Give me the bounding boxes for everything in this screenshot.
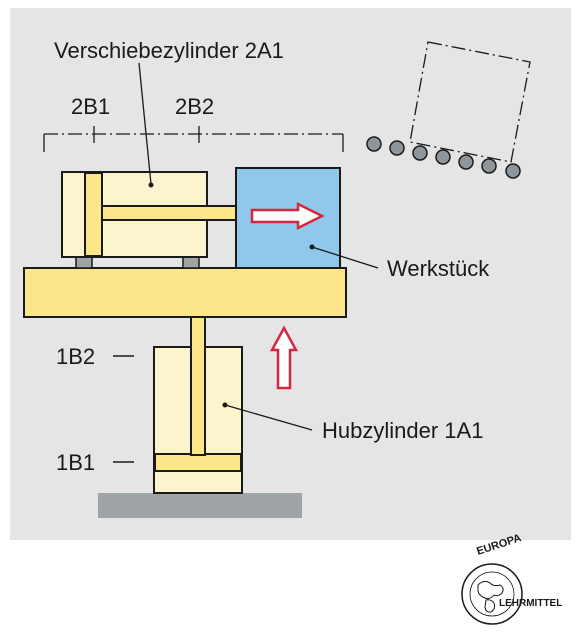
roller bbox=[366, 136, 382, 152]
roller bbox=[505, 163, 521, 179]
globe-icon bbox=[461, 563, 523, 625]
push-cylinder-leader bbox=[138, 62, 152, 185]
lift-cylinder-piston bbox=[154, 453, 242, 472]
workpiece-label: Werkstück bbox=[387, 256, 490, 281]
push-cylinder-rod bbox=[101, 205, 238, 221]
lift-cylinder-label: Hubzylinder 1A1 bbox=[322, 418, 483, 443]
floor-base bbox=[98, 493, 302, 518]
workpiece-leader bbox=[311, 246, 379, 269]
sensor-2b1-label: 2B1 bbox=[71, 94, 110, 119]
sensor-1b1-label: 1B1 bbox=[56, 450, 95, 475]
conveyor-rollers bbox=[366, 136, 521, 179]
push-cylinder-leader-dot bbox=[148, 182, 154, 188]
roller bbox=[389, 140, 405, 156]
workpiece-leader-dot bbox=[309, 244, 315, 250]
roller bbox=[481, 158, 497, 174]
publisher-logo: EUROPA LEHRMITTEL bbox=[461, 532, 562, 625]
lift-cylinder-leader bbox=[224, 404, 313, 431]
sensor-2b2-label: 2B2 bbox=[175, 94, 214, 119]
lift-cylinder-leader-dot bbox=[222, 402, 228, 408]
globe-continents-icon bbox=[477, 580, 504, 613]
lifting-table bbox=[23, 267, 347, 318]
push-cylinder-label: Verschiebezylinder 2A1 bbox=[54, 38, 284, 63]
push-cylinder-foot-right bbox=[182, 256, 200, 269]
push-cylinder-foot-left bbox=[75, 256, 93, 269]
roller bbox=[458, 154, 474, 170]
roller bbox=[412, 145, 428, 161]
logo-text-side: LEHRMITTEL bbox=[499, 598, 562, 609]
push-direction-arrow bbox=[250, 201, 325, 231]
conveyor-workpiece-outline bbox=[409, 41, 531, 163]
lift-direction-arrow bbox=[269, 325, 299, 390]
push-cylinder-piston bbox=[84, 172, 103, 257]
globe-inner-ring bbox=[469, 571, 515, 617]
sensor-1b2-label: 1B2 bbox=[56, 344, 95, 369]
lift-cylinder-rod bbox=[190, 315, 206, 456]
roller bbox=[435, 149, 451, 165]
